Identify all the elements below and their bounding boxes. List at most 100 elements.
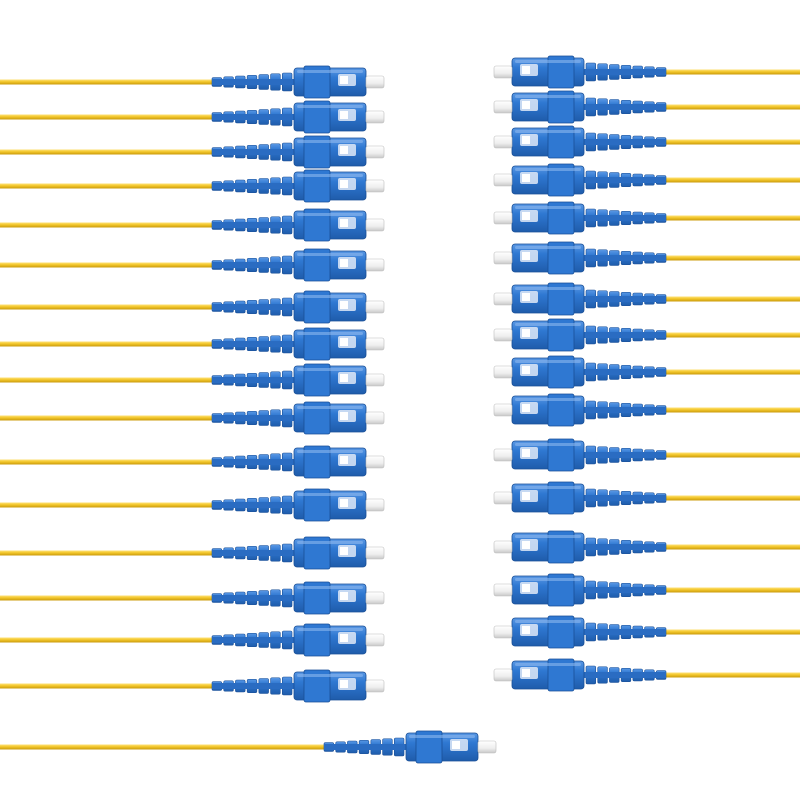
pigtail-right-7	[493, 282, 800, 316]
pigtail-left-4	[0, 169, 385, 203]
pigtail-right-16	[493, 658, 800, 692]
pigtail-left-10	[0, 401, 385, 435]
pigtail-left-8	[0, 327, 385, 361]
connector-body	[511, 125, 585, 159]
connector-boot	[584, 400, 667, 420]
ferrule-tip	[493, 365, 513, 379]
connector-boot	[211, 297, 294, 317]
pigtail-left-2	[0, 100, 385, 134]
connector-body	[293, 290, 367, 324]
connector-body	[511, 573, 585, 607]
pigtail-left-16	[0, 669, 385, 703]
pigtail-right-13	[493, 530, 800, 564]
connector-body	[511, 241, 585, 275]
ferrule-tip	[365, 411, 385, 425]
fiber-cable	[0, 183, 212, 189]
connector-boot	[584, 208, 667, 228]
connector-boot	[211, 370, 294, 390]
connector-body	[293, 100, 367, 134]
connector-boot	[211, 142, 294, 162]
pigtail-right-1	[493, 55, 800, 89]
pigtail-right-15	[493, 615, 800, 649]
connector-boot	[211, 72, 294, 92]
fiber-cable	[666, 629, 800, 635]
connector-body	[293, 488, 367, 522]
pigtail-left-9	[0, 363, 385, 397]
connector-body	[511, 530, 585, 564]
connector-boot	[584, 289, 667, 309]
fiber-cable	[666, 452, 800, 458]
pigtail-left-15	[0, 623, 385, 657]
pigtail-left-11	[0, 445, 385, 479]
pigtail-right-6	[493, 241, 800, 275]
connector-boot	[584, 488, 667, 508]
connector-body	[511, 318, 585, 352]
ferrule-tip	[365, 258, 385, 272]
connector-boot	[584, 580, 667, 600]
ferrule-tip	[493, 668, 513, 682]
connector-body	[511, 355, 585, 389]
pigtail-left-14	[0, 581, 385, 615]
fiber-cable	[0, 341, 212, 347]
ferrule-tip	[365, 679, 385, 693]
connector-body	[511, 201, 585, 235]
ferrule-tip	[493, 403, 513, 417]
fiber-cable	[0, 637, 212, 643]
connector-body	[293, 401, 367, 435]
connector-body	[293, 135, 367, 169]
connector-body	[511, 658, 585, 692]
fiber-cable	[666, 544, 800, 550]
fiber-cable	[0, 79, 212, 85]
connector-boot	[211, 495, 294, 515]
connector-body	[293, 536, 367, 570]
connector-body	[293, 445, 367, 479]
connector-body	[293, 208, 367, 242]
connector-boot	[211, 408, 294, 428]
ferrule-tip	[493, 100, 513, 114]
fiber-cable	[666, 296, 800, 302]
ferrule-tip	[365, 455, 385, 469]
ferrule-tip	[365, 179, 385, 193]
fiber-cable	[0, 262, 212, 268]
connector-boot	[211, 588, 294, 608]
ferrule-tip	[493, 173, 513, 187]
connector-boot	[584, 622, 667, 642]
fiber-cable	[666, 672, 800, 678]
ferrule-tip	[493, 211, 513, 225]
ferrule-tip	[493, 251, 513, 265]
ferrule-tip	[493, 540, 513, 554]
ferrule-tip	[493, 65, 513, 79]
connector-body	[293, 581, 367, 615]
connector-body	[293, 363, 367, 397]
connector-boot	[584, 132, 667, 152]
ferrule-tip	[365, 373, 385, 387]
connector-boot	[323, 737, 406, 757]
pigtail-left-7	[0, 290, 385, 324]
connector-boot	[584, 62, 667, 82]
connector-boot	[584, 362, 667, 382]
pigtail-right-5	[493, 201, 800, 235]
ferrule-tip	[493, 328, 513, 342]
fiber-cable	[666, 332, 800, 338]
connector-boot	[211, 630, 294, 650]
ferrule-tip	[365, 546, 385, 560]
connector-body	[511, 55, 585, 89]
fiber-cable	[666, 255, 800, 261]
pigtail-left-1	[0, 65, 385, 99]
ferrule-tip	[365, 110, 385, 124]
connector-body	[511, 481, 585, 515]
ferrule-tip	[365, 498, 385, 512]
fiber-cable	[0, 744, 324, 750]
ferrule-tip	[365, 218, 385, 232]
fiber-cable	[666, 215, 800, 221]
pigtail-right-9	[493, 355, 800, 389]
connector-boot	[584, 170, 667, 190]
fiber-cable	[666, 495, 800, 501]
pigtail-left-6	[0, 248, 385, 282]
connector-body	[511, 163, 585, 197]
connector-body	[511, 615, 585, 649]
connector-body	[293, 248, 367, 282]
ferrule-tip	[493, 135, 513, 149]
connector-boot	[584, 665, 667, 685]
connector-body	[405, 730, 479, 764]
